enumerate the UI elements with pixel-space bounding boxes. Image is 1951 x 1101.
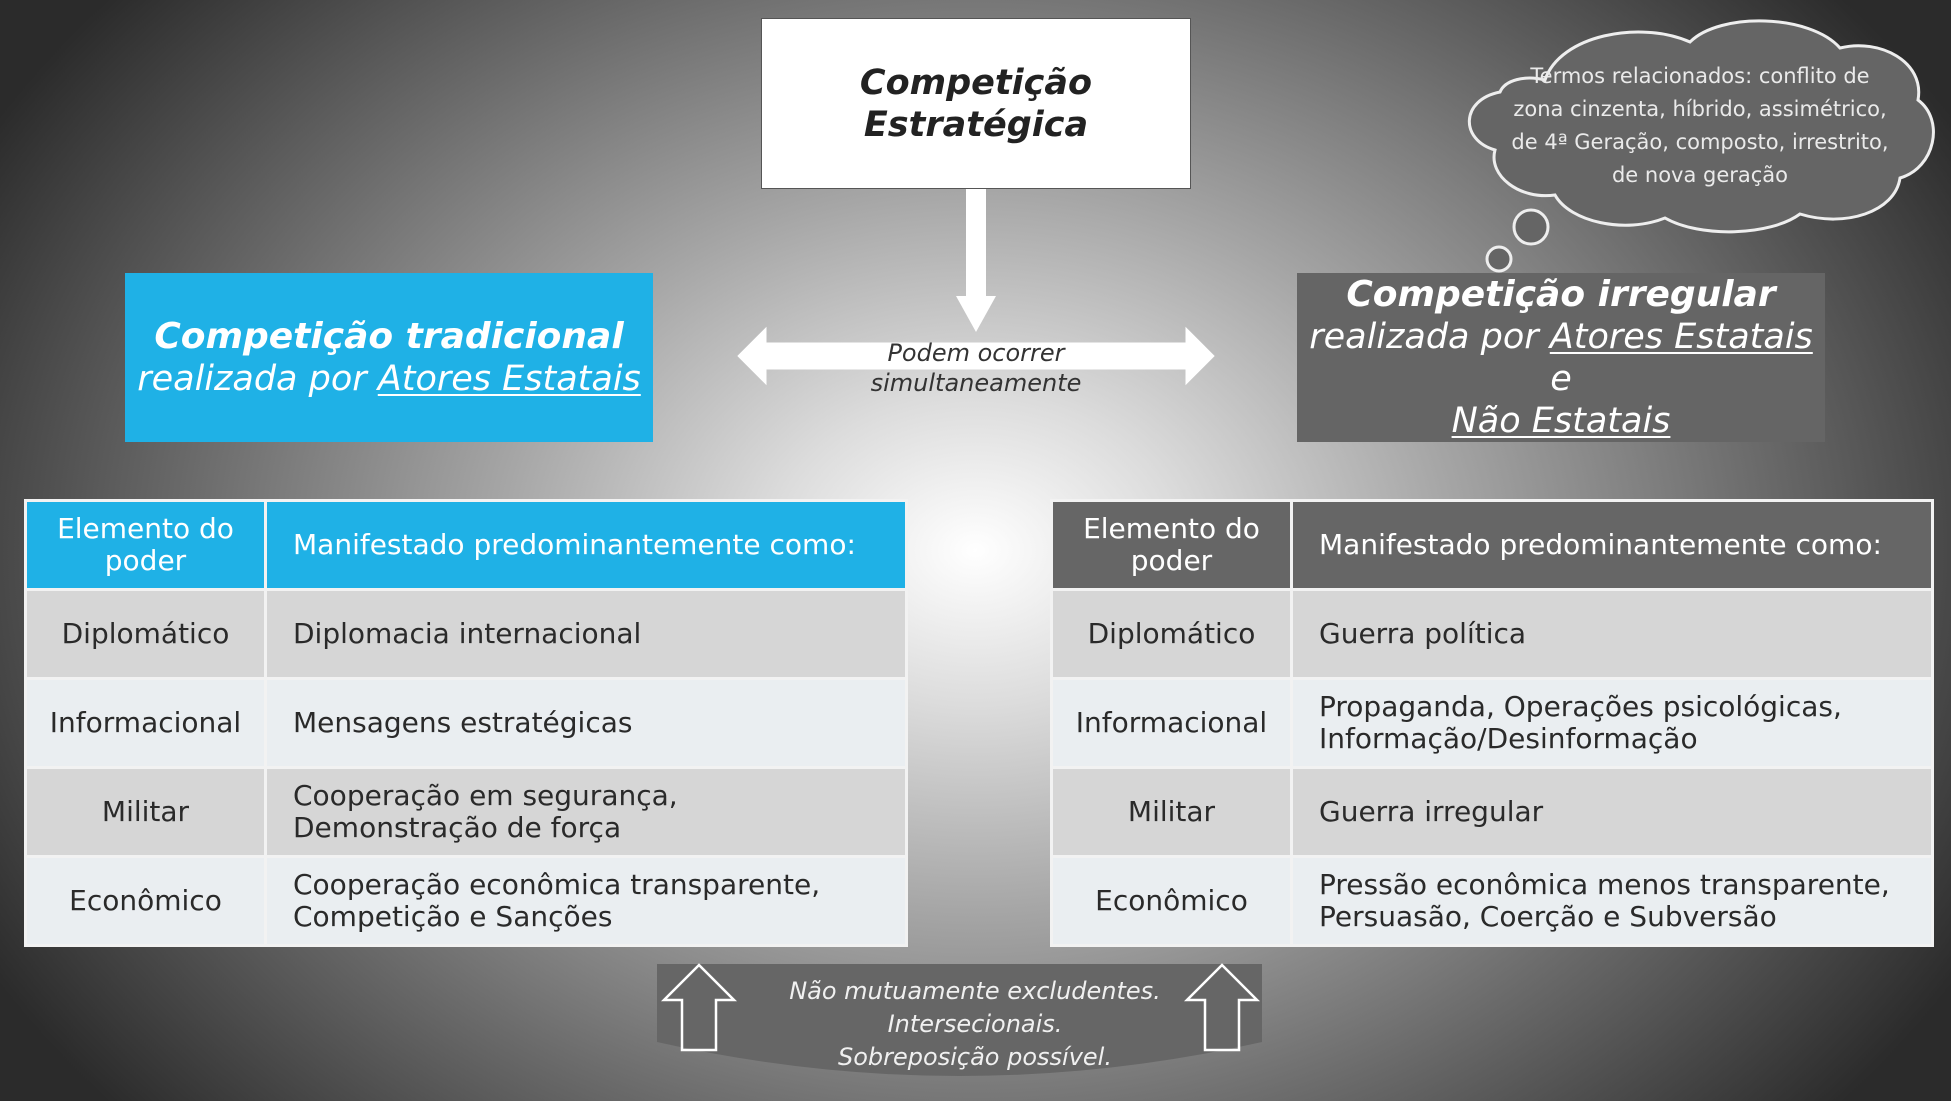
state-actors-link: Atores Estatais — [1549, 316, 1813, 357]
down-arrow-icon — [956, 189, 996, 332]
traditional-sub-prefix: realizada por — [137, 358, 378, 399]
bottom-banner — [657, 964, 1262, 1076]
up-arrow-icon — [660, 963, 738, 1052]
irregular-competition-box: Competição irregular realizada por Atore… — [1297, 273, 1825, 442]
table-cell: Cooperação econômica transparente, Compe… — [264, 855, 908, 947]
cloud-line: zona cinzenta, híbrido, assimétrico, — [1513, 97, 1887, 121]
traditional-competition-box: Competição tradicional realizada por Ato… — [125, 273, 653, 442]
traditional-subtitle: realizada por Atores Estatais — [125, 358, 653, 400]
table-cell: Cooperação em segurança, Demonstração de… — [264, 766, 908, 858]
top-box-line2: Estratégica — [863, 104, 1089, 145]
table-cell: Pressão econômica menos transparente, Pe… — [1290, 855, 1934, 947]
header-cell: Manifestado predominantemente como: — [1290, 499, 1934, 591]
table-cell: Informacional — [24, 677, 267, 769]
table-cell: Guerra política — [1290, 588, 1934, 680]
header-cell: Elemento do poder — [24, 499, 267, 591]
table-cell: Econômico — [24, 855, 267, 947]
cloud-line: de nova geração — [1611, 163, 1789, 187]
table-header-row: Elemento do poder Manifestado predominan… — [1050, 499, 1934, 591]
table-row: Diplomático Diplomacia internacional — [24, 588, 908, 680]
top-box-line1: Competição — [859, 62, 1093, 103]
irregular-power-table: Elemento do poder Manifestado predominan… — [1050, 499, 1934, 947]
table-cell: Militar — [24, 766, 267, 858]
overlap-line: Sobreposição possível. — [838, 1043, 1112, 1071]
table-row: Diplomático Guerra política — [1050, 588, 1934, 680]
table-row: Militar Cooperação em segurança, Demonst… — [24, 766, 908, 858]
table-row: Econômico Pressão econômica menos transp… — [1050, 855, 1934, 947]
table-cell: Econômico — [1050, 855, 1293, 947]
irregular-sub-mid: e — [1550, 358, 1572, 399]
table-cell: Propaganda, Operações psicológicas, Info… — [1290, 677, 1934, 769]
up-arrow-icon — [1183, 963, 1261, 1052]
overlap-line: Intersecionais. — [887, 1010, 1063, 1038]
cloud-line: de 4ª Geração, composto, irrestrito, — [1511, 130, 1889, 154]
table-header-row: Elemento do poder Manifestado predominan… — [24, 499, 908, 591]
non-state-actors-link: Não Estatais — [1451, 400, 1671, 441]
related-terms-text: Termos relacionados: conflito de zona ci… — [1500, 60, 1900, 192]
overlap-note: Não mutuamente excludentes. Interseciona… — [760, 975, 1190, 1074]
header-cell: Manifestado predominantemente como: — [264, 499, 908, 591]
irregular-title: Competição irregular — [1346, 273, 1776, 315]
double-arrow-icon — [737, 326, 1215, 386]
table-cell: Diplomacia internacional — [264, 588, 908, 680]
strategic-competition-box: Competição Estratégica — [761, 18, 1191, 189]
table-row: Militar Guerra irregular — [1050, 766, 1934, 858]
irregular-subtitle-line2: Não Estatais — [1297, 400, 1825, 442]
table-cell: Diplomático — [24, 588, 267, 680]
traditional-power-table: Elemento do poder Manifestado predominan… — [24, 499, 908, 947]
header-cell: Elemento do poder — [1050, 499, 1293, 591]
table-row: Econômico Cooperação econômica transpare… — [24, 855, 908, 947]
irregular-subtitle: realizada por Atores Estatais e — [1297, 316, 1825, 400]
cloud-line: Termos relacionados: conflito de — [1530, 64, 1870, 88]
traditional-title: Competição tradicional — [154, 315, 624, 357]
simultaneous-label: Podem ocorrer simultaneamente — [870, 339, 1082, 397]
table-cell: Guerra irregular — [1290, 766, 1934, 858]
table-cell: Diplomático — [1050, 588, 1293, 680]
table-row: Informacional Mensagens estratégicas — [24, 677, 908, 769]
table-cell: Mensagens estratégicas — [264, 677, 908, 769]
irregular-sub-prefix: realizada por — [1309, 316, 1550, 357]
table-row: Informacional Propaganda, Operações psic… — [1050, 677, 1934, 769]
table-cell: Militar — [1050, 766, 1293, 858]
table-cell: Informacional — [1050, 677, 1293, 769]
overlap-line: Não mutuamente excludentes. — [789, 977, 1161, 1005]
state-actors-link: Atores Estatais — [377, 358, 641, 399]
